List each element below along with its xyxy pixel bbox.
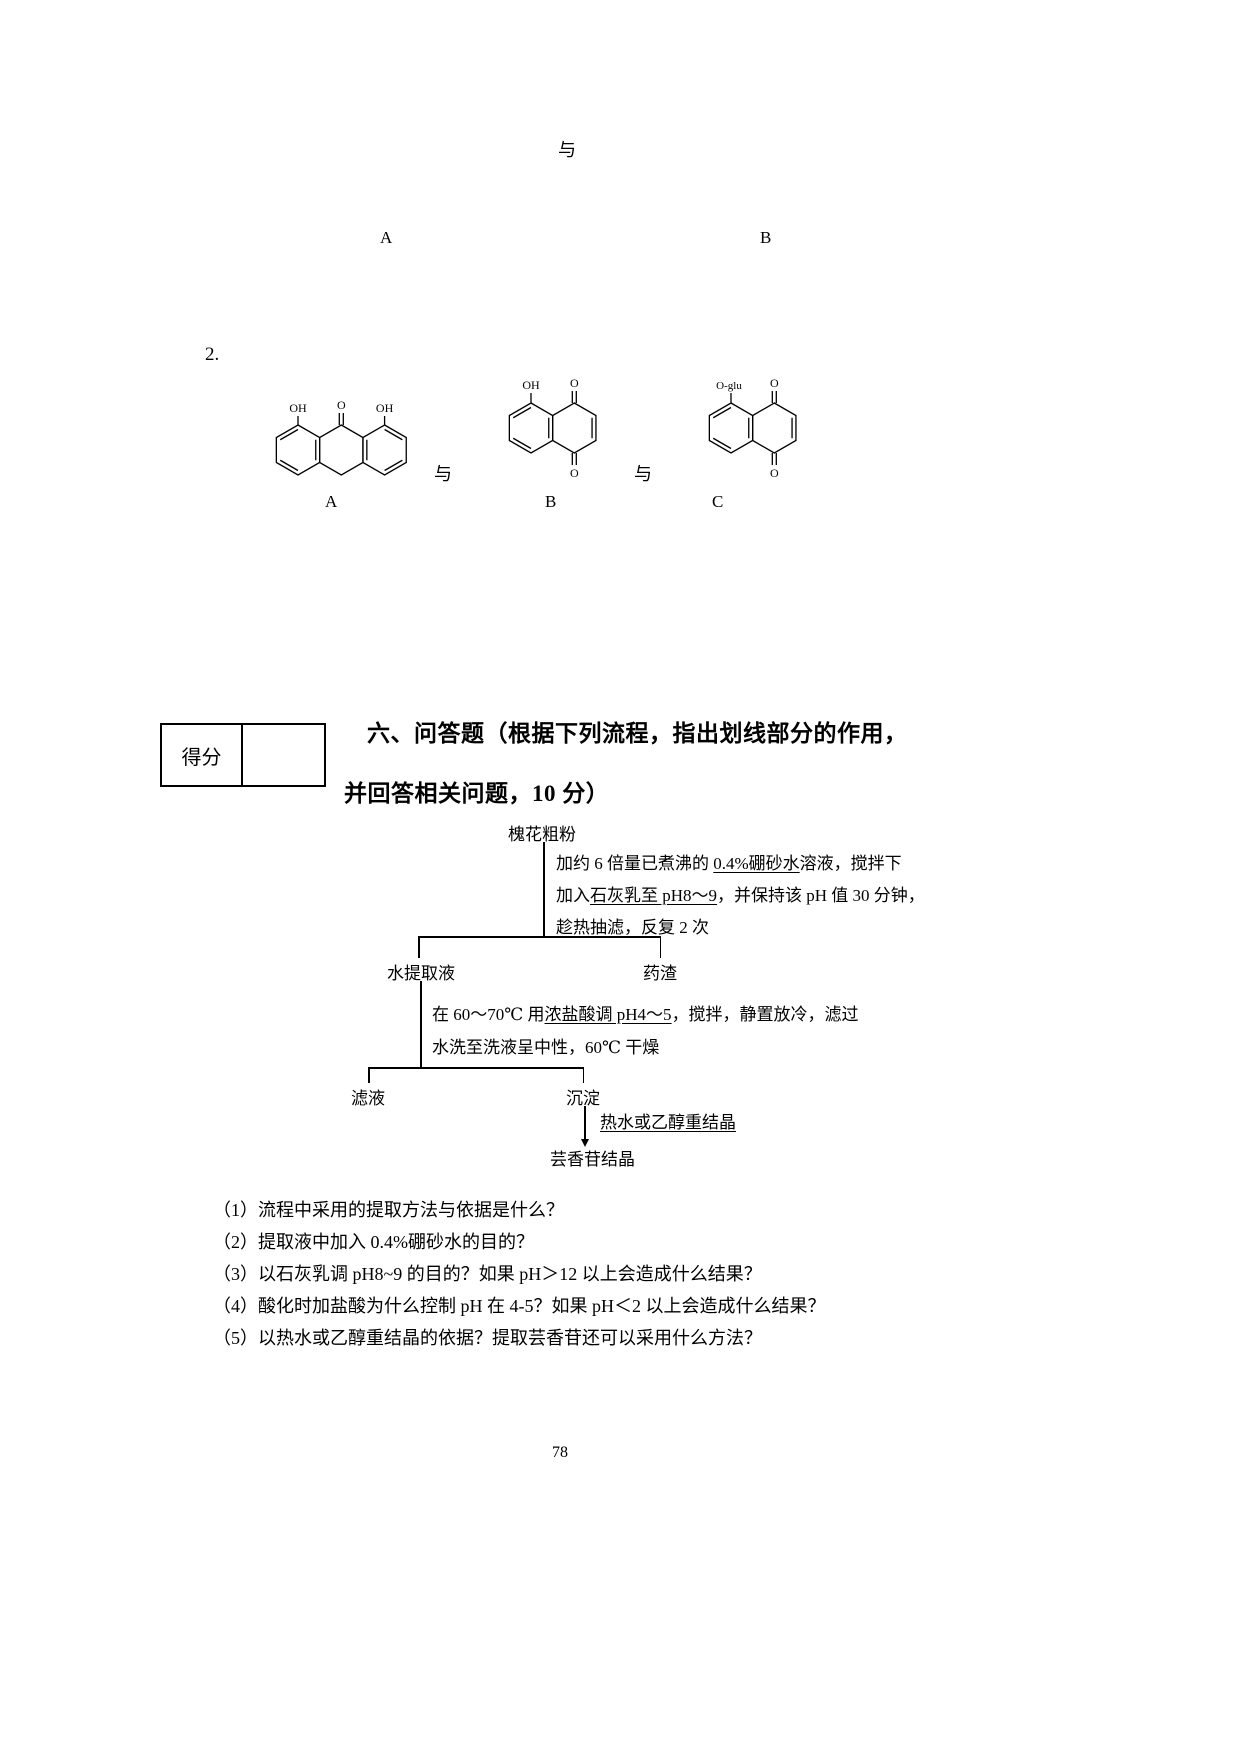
structure-a-label: A: [325, 492, 338, 511]
structure-b-diagram: OH O O: [508, 376, 597, 480]
flowchart-step2-post: ，并保持该 pH 值 30 分钟，: [717, 886, 925, 905]
flow-branch1-hline: [418, 936, 661, 938]
structure-c-ring-left: [708, 402, 754, 454]
question-item-3: （3）以石灰乳调 pH8~9 的目的？如果 pH＞12 以上会造成什么结果？: [213, 1264, 762, 1284]
score-box: 得分: [160, 723, 326, 787]
flow-line-start: [543, 842, 545, 936]
flowchart-step4: 在 60～70℃ 用浓盐酸调 pH4～5，搅拌，静置放冷，滤过: [432, 1000, 859, 1025]
label-a-top: A: [380, 228, 393, 247]
connector-a-b: 与: [434, 464, 452, 484]
flowchart-step1-underlined: 0.4%硼砂水: [713, 854, 800, 873]
structure-b-label: B: [545, 492, 557, 511]
structure-a-oh-left-label: OH: [289, 401, 307, 415]
question-item-1: （1）流程中采用的提取方法与依据是什么？: [213, 1200, 564, 1220]
section-six-title-line1: 六、问答题（根据下列流程，指出划线部分的作用，: [367, 721, 908, 746]
flowchart-precipitate-node: 沉淀: [566, 1089, 600, 1108]
structure-a-ring-right: [362, 424, 407, 476]
structure-c-oglu-label: O-glu: [716, 380, 742, 392]
flowchart-filtrate-node: 滤液: [351, 1089, 385, 1108]
flowchart-step1-post: 溶液，搅拌下: [799, 854, 902, 873]
score-box-value-cell: [243, 725, 326, 785]
label-b-top: B: [760, 228, 772, 247]
structure-c-o-bottom-label: O: [770, 466, 779, 480]
flow-branch1-left-drop: [418, 936, 420, 958]
flowchart-step2-underlined: 石灰乳至 pH8～9: [590, 886, 718, 905]
connector-top: 与: [558, 140, 576, 160]
flowchart-start-node: 槐花粗粉: [508, 825, 576, 844]
connector-b-c: 与: [634, 464, 652, 484]
structure-a-o-top-label: O: [337, 398, 346, 412]
flowchart-step3: 趁热抽滤，反复 2 次: [556, 918, 709, 937]
structure-c-diagram: O-glu O O: [708, 376, 797, 480]
flowchart-step2: 加入石灰乳至 pH8～9，并保持该 pH 值 30 分钟，: [556, 881, 925, 906]
structure-a-ring-left: [275, 424, 321, 476]
question2-number: 2.: [205, 344, 220, 365]
structure-b-ring-right: [552, 402, 597, 454]
flow-arrowhead-icon: [580, 1139, 589, 1147]
flowchart-step6: 热水或乙醇重结晶: [600, 1108, 736, 1133]
flowchart-step1: 加约 6 倍量已煮沸的 0.4%硼砂水溶液，搅拌下: [556, 849, 902, 874]
structure-c-ring-right: [752, 402, 797, 454]
flowchart-step1-pre: 加约 6 倍量已煮沸的: [556, 854, 714, 873]
structure-a-ring-middle: [319, 424, 364, 476]
flowchart-step2-pre: 加入: [556, 886, 590, 905]
flowchart-result-node: 芸香苷结晶: [550, 1150, 635, 1169]
page-number: 78: [552, 1444, 568, 1461]
flowchart-step4-underlined: 浓盐酸调 pH4～5: [544, 1005, 672, 1024]
structure-b-o-top-label: O: [570, 376, 579, 390]
flowchart-step5: 水洗至洗液呈中性，60℃ 干燥: [432, 1038, 660, 1057]
question-item-2: （2）提取液中加入 0.4%硼砂水的目的？: [213, 1232, 534, 1252]
structure-b-oh-label: OH: [522, 378, 540, 392]
flowchart-residue-node: 药渣: [643, 964, 677, 983]
structure-b-o-bottom-label: O: [570, 466, 579, 480]
flowchart-step6-underlined: 热水或乙醇重结晶: [600, 1113, 736, 1132]
structure-a-diagram: OH O OH: [275, 398, 407, 476]
flow-branch1-right-drop: [659, 936, 661, 958]
flowchart-water-extract-node: 水提取液: [387, 964, 455, 983]
question-item-4: （4）酸化时加盐酸为什么控制 pH 在 4-5？如果 pH＜2 以上会造成什么结…: [213, 1296, 826, 1316]
flow-arrow-line: [584, 1106, 586, 1140]
flow-line-extract: [420, 981, 422, 1067]
structure-b-ring-left: [508, 402, 554, 454]
flowchart-step4-pre: 在 60～70℃ 用: [432, 1005, 545, 1024]
structure-a-oh-right-label: OH: [376, 401, 394, 415]
structure-c-o-top-label: O: [770, 376, 779, 390]
flow-branch2-hline: [368, 1067, 584, 1069]
structure-c-label: C: [712, 492, 724, 511]
flow-branch2-right-drop: [582, 1067, 584, 1083]
question-item-5: （5）以热水或乙醇重结晶的依据？提取芸香苷还可以采用什么方法？: [213, 1328, 762, 1348]
score-box-label: 得分: [181, 746, 222, 769]
flow-branch2-left-drop: [368, 1067, 370, 1083]
section-six-title-line2: 并回答相关问题，10 分）: [344, 781, 610, 806]
score-box-divider: [241, 725, 243, 785]
flowchart-step4-post: ，搅拌，静置放冷，滤过: [671, 1005, 859, 1024]
